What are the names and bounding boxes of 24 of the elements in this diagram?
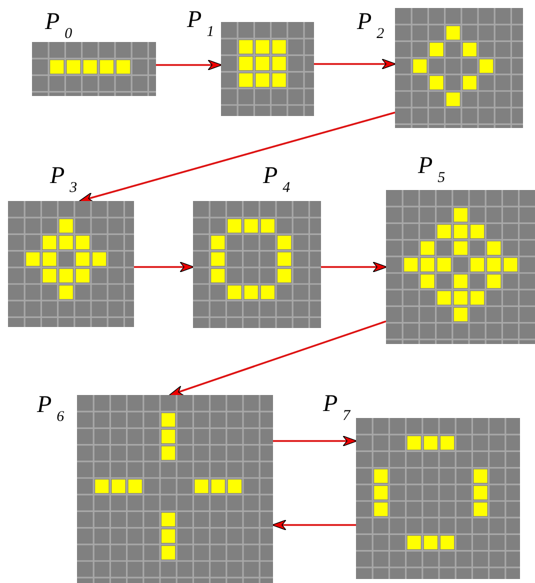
- cell-grid-drawing: [193, 201, 321, 328]
- arrow: [134, 262, 194, 272]
- cell-grid-drawing: [32, 42, 156, 96]
- state-label: P$_{6}$: [37, 393, 64, 425]
- state-label: P$_{3}$: [50, 164, 78, 196]
- state-label: P$_{5}$: [418, 154, 446, 186]
- arrow: [273, 436, 358, 446]
- cell-grid-drawing: [386, 190, 535, 344]
- state-label: P$_{4}$: [263, 164, 290, 196]
- cell-grid-drawing: [356, 418, 520, 579]
- state-label: P$_{1}$: [187, 8, 214, 40]
- arrow: [321, 262, 388, 272]
- state-label: P$_{0}$: [45, 10, 72, 42]
- arrow: [314, 58, 396, 70]
- arrow: [156, 60, 222, 70]
- arrow: [168, 320, 386, 396]
- state-label: P$_{2}$: [357, 10, 384, 42]
- cell-grid-drawing: [395, 8, 523, 128]
- arrow: [272, 520, 356, 530]
- cell-grid-drawing: [77, 395, 273, 583]
- cell-grid-drawing: [221, 22, 314, 116]
- state-label: P$_{7}$: [323, 392, 350, 424]
- cell-grid-drawing: [8, 201, 134, 327]
- arrow: [78, 112, 396, 203]
